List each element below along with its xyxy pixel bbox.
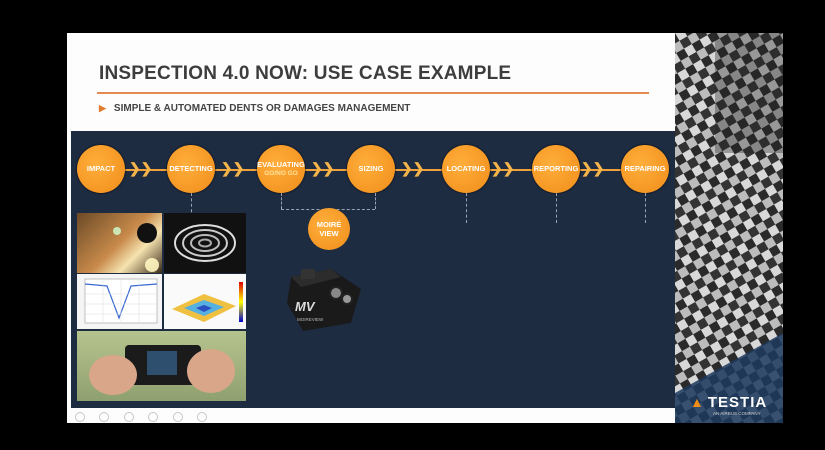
slide: INSPECTION 4.0 NOW: USE CASE EXAMPLE ▶ SI… bbox=[67, 33, 675, 423]
flow-step-label: LOCATING bbox=[446, 163, 486, 173]
flow-step-label: REPORTING bbox=[533, 163, 579, 173]
pen-icon[interactable] bbox=[123, 412, 134, 422]
surface-plot bbox=[164, 274, 246, 329]
logo-text: TESTIA bbox=[707, 394, 768, 411]
connector-line bbox=[191, 193, 192, 223]
flow-step-detecting: DETECTING bbox=[167, 145, 215, 193]
profile-graph bbox=[77, 274, 162, 329]
testia-logo-icon: ▲ bbox=[690, 394, 705, 410]
flow-arrow-icon: ❯❯ bbox=[581, 160, 605, 176]
zoom-icon[interactable] bbox=[172, 412, 183, 422]
handheld-device-art bbox=[89, 345, 235, 395]
flow-step-evaluating: EVALUATING GO/NO GO bbox=[257, 145, 305, 193]
profile-graph-art bbox=[84, 278, 158, 324]
flow-arrow-icon: ❯❯ bbox=[491, 160, 515, 176]
handheld-device-photo bbox=[77, 331, 246, 401]
flow-step-label: SIZING bbox=[358, 163, 384, 173]
moire-label-1: MOIRÉ bbox=[316, 220, 342, 229]
impact-photo bbox=[77, 213, 162, 273]
moireview-device: MV MOIREVIEW bbox=[281, 263, 365, 333]
slide-toolbar bbox=[75, 409, 217, 427]
flow-step-reporting: REPORTING bbox=[532, 145, 580, 193]
device-name: MOIREVIEW bbox=[297, 317, 324, 322]
flow-step-locating: LOCATING bbox=[442, 145, 490, 193]
flow-arrow-icon: ❯❯ bbox=[129, 160, 153, 176]
connector-line bbox=[645, 193, 646, 223]
flow-step-label: DETECTING bbox=[169, 163, 213, 173]
flow-arrow-icon: ❯❯ bbox=[221, 160, 245, 176]
more-options-icon[interactable] bbox=[197, 412, 208, 422]
flow-step-impact: IMPACT bbox=[77, 145, 125, 193]
connector-line bbox=[281, 193, 282, 209]
bullet-arrow-icon: ▶ bbox=[99, 103, 106, 113]
device-brand: MV bbox=[295, 299, 315, 314]
slides-grid-icon[interactable] bbox=[148, 412, 159, 422]
connector-line bbox=[466, 193, 467, 223]
moire-label-2: VIEW bbox=[319, 229, 339, 238]
bullet-item: ▶ SIMPLE & AUTOMATED DENTS OR DAMAGES MAN… bbox=[99, 103, 410, 114]
flow-step-label: IMPACT bbox=[86, 163, 116, 173]
carbon-fiber-art bbox=[675, 33, 783, 423]
flow-step-repairing: REPAIRING bbox=[621, 145, 669, 193]
bullet-text: SIMPLE & AUTOMATED DENTS OR DAMAGES MANA… bbox=[113, 103, 411, 114]
flow-step-label: REPAIRING bbox=[624, 163, 666, 173]
fringe-pattern-art bbox=[174, 224, 236, 262]
flow-step-sublabel: GO/NO GO bbox=[264, 169, 298, 177]
flow-step-sizing: SIZING bbox=[347, 145, 395, 193]
logo-subtitle: AN AIRBUS COMPANY bbox=[713, 411, 761, 416]
flow-step-label: EVALUATING bbox=[257, 160, 305, 170]
prev-slide-icon[interactable] bbox=[75, 412, 85, 422]
moire-view-node: MOIRÉ VIEW bbox=[308, 208, 350, 250]
connector-line bbox=[375, 193, 376, 209]
next-slide-icon[interactable] bbox=[99, 412, 110, 422]
impact-photo-art bbox=[113, 223, 159, 272]
slide-title: INSPECTION 4.0 NOW: USE CASE EXAMPLE bbox=[99, 63, 512, 84]
connector-line bbox=[556, 193, 557, 223]
carbon-fiber-image bbox=[675, 33, 783, 423]
surface-plot-art bbox=[172, 282, 243, 322]
flow-arrow-icon: ❯❯ bbox=[401, 160, 425, 176]
testia-logo: ▲TESTIA bbox=[690, 394, 767, 411]
moireview-device-art bbox=[287, 269, 361, 331]
fringe-photo bbox=[164, 213, 246, 273]
title-divider bbox=[97, 92, 649, 94]
process-panel: ❯❯ ❯❯ ❯❯ ❯❯ ❯❯ ❯❯ IMPACT DETECTING EVALU… bbox=[71, 131, 675, 408]
flow-arrow-icon: ❯❯ bbox=[311, 160, 335, 176]
